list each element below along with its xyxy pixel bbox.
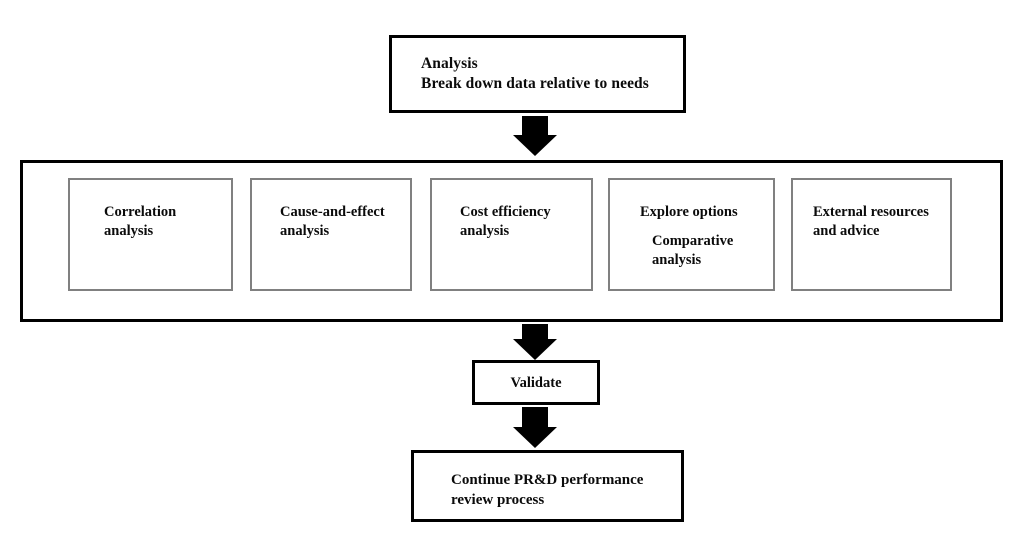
method-box-label: External resources and advice [813,204,929,239]
validate-box: Validate [472,360,600,405]
method-box-correlation-analysis[interactable]: Correlation analysis [68,178,233,291]
arrow-validate-to-continue-icon [513,407,557,449]
arrow-shaft [522,116,548,136]
method-box-explore-options[interactable]: Explore options Comparative analysis [608,178,775,291]
method-box-external-resources-and-advice[interactable]: External resources and advice [791,178,952,291]
method-box-label: Explore options [640,204,738,220]
analysis-box-heading: Analysis [421,55,478,72]
method-box-label: Correlation analysis [104,204,177,239]
arrow-head [513,339,557,360]
method-box-cause-and-effect-analysis[interactable]: Cause-and-effect analysis [250,178,412,291]
continue-process-box: Continue PR&D performance review process [411,450,684,522]
method-box-label: Cost efficiency analysis [460,204,551,239]
arrow-shaft [522,324,548,340]
method-box-cost-efficiency-analysis[interactable]: Cost efficiency analysis [430,178,593,291]
arrow-analysis-to-methods-icon [513,116,557,156]
analysis-box-description: Break down data relative to needs [421,75,649,93]
method-box-sub-label: Comparative analysis [652,233,734,268]
arrow-shaft [522,407,548,428]
method-box-label: Cause-and-effect analysis [280,204,385,239]
validate-box-label: Validate [510,375,562,391]
arrow-head [513,427,557,448]
continue-process-box-label: Continue PR&D performance review process [451,472,644,508]
arrow-methods-to-validate-icon [513,324,557,360]
arrow-head [513,135,557,156]
